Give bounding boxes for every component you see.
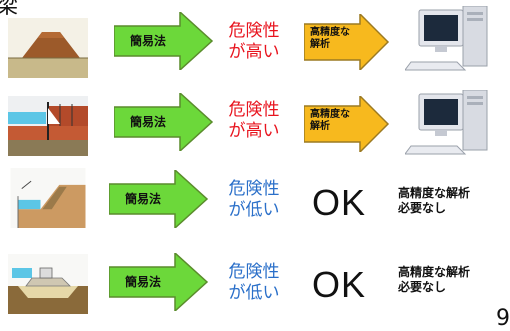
risk-assessment: 危険性 が高い: [214, 21, 294, 63]
ok-text: OK: [312, 182, 367, 223]
risk-assessment: 危険性 が低い: [214, 179, 294, 221]
risk-assessment: 危険性 が低い: [214, 262, 294, 304]
risk-line: が高い: [228, 121, 280, 141]
detailed-analysis-arrow: [304, 96, 390, 152]
note-line: 必要なし: [398, 280, 447, 294]
risk-line: 危険性: [228, 179, 280, 199]
method-arrow: [114, 12, 214, 70]
ok-text: OK: [312, 264, 367, 305]
risk-line: 危険性: [228, 100, 280, 120]
note-line: 必要なし: [398, 201, 447, 215]
note-line: 高精度な解析: [398, 265, 471, 279]
embankment-illustration: [8, 18, 88, 78]
risk-line: 危険性: [228, 21, 280, 41]
river-embankment-illustration: [10, 168, 86, 228]
method-arrow: [109, 253, 209, 311]
levee-cross-section-illustration: [8, 254, 88, 314]
page-number: 9: [496, 306, 510, 331]
risk-assessment: 危険性 が高い: [214, 100, 294, 142]
method-label: 簡易法: [129, 34, 166, 48]
cropped-heading-char: 梁: [0, 0, 19, 19]
analysis-not-required-note: 高精度な解析 必要なし: [398, 186, 470, 216]
risk-line: が低い: [228, 200, 280, 220]
method-label: 簡易法: [124, 275, 161, 289]
label-line: 解析: [310, 39, 330, 50]
detailed-analysis-label: 高精度な 解析: [310, 27, 350, 51]
label-line: 高精度な: [310, 27, 350, 38]
detailed-analysis-label: 高精度な 解析: [310, 109, 350, 133]
computer-icon: [405, 6, 488, 71]
risk-line: が高い: [228, 42, 280, 62]
method-label: 簡易法: [124, 192, 161, 206]
risk-line: が低い: [228, 283, 280, 303]
method-label: 簡易法: [129, 115, 166, 129]
method-arrow: [109, 170, 209, 228]
detailed-analysis-arrow: [304, 14, 390, 70]
note-line: 高精度な解析: [398, 186, 471, 200]
retaining-wall-illustration: [8, 96, 88, 156]
computer-icon: [405, 90, 488, 155]
analysis-not-required-note: 高精度な解析 必要なし: [398, 265, 470, 295]
risk-line: 危険性: [228, 262, 280, 282]
label-line: 解析: [310, 121, 330, 132]
method-arrow: [114, 93, 214, 151]
label-line: 高精度な: [310, 109, 350, 120]
